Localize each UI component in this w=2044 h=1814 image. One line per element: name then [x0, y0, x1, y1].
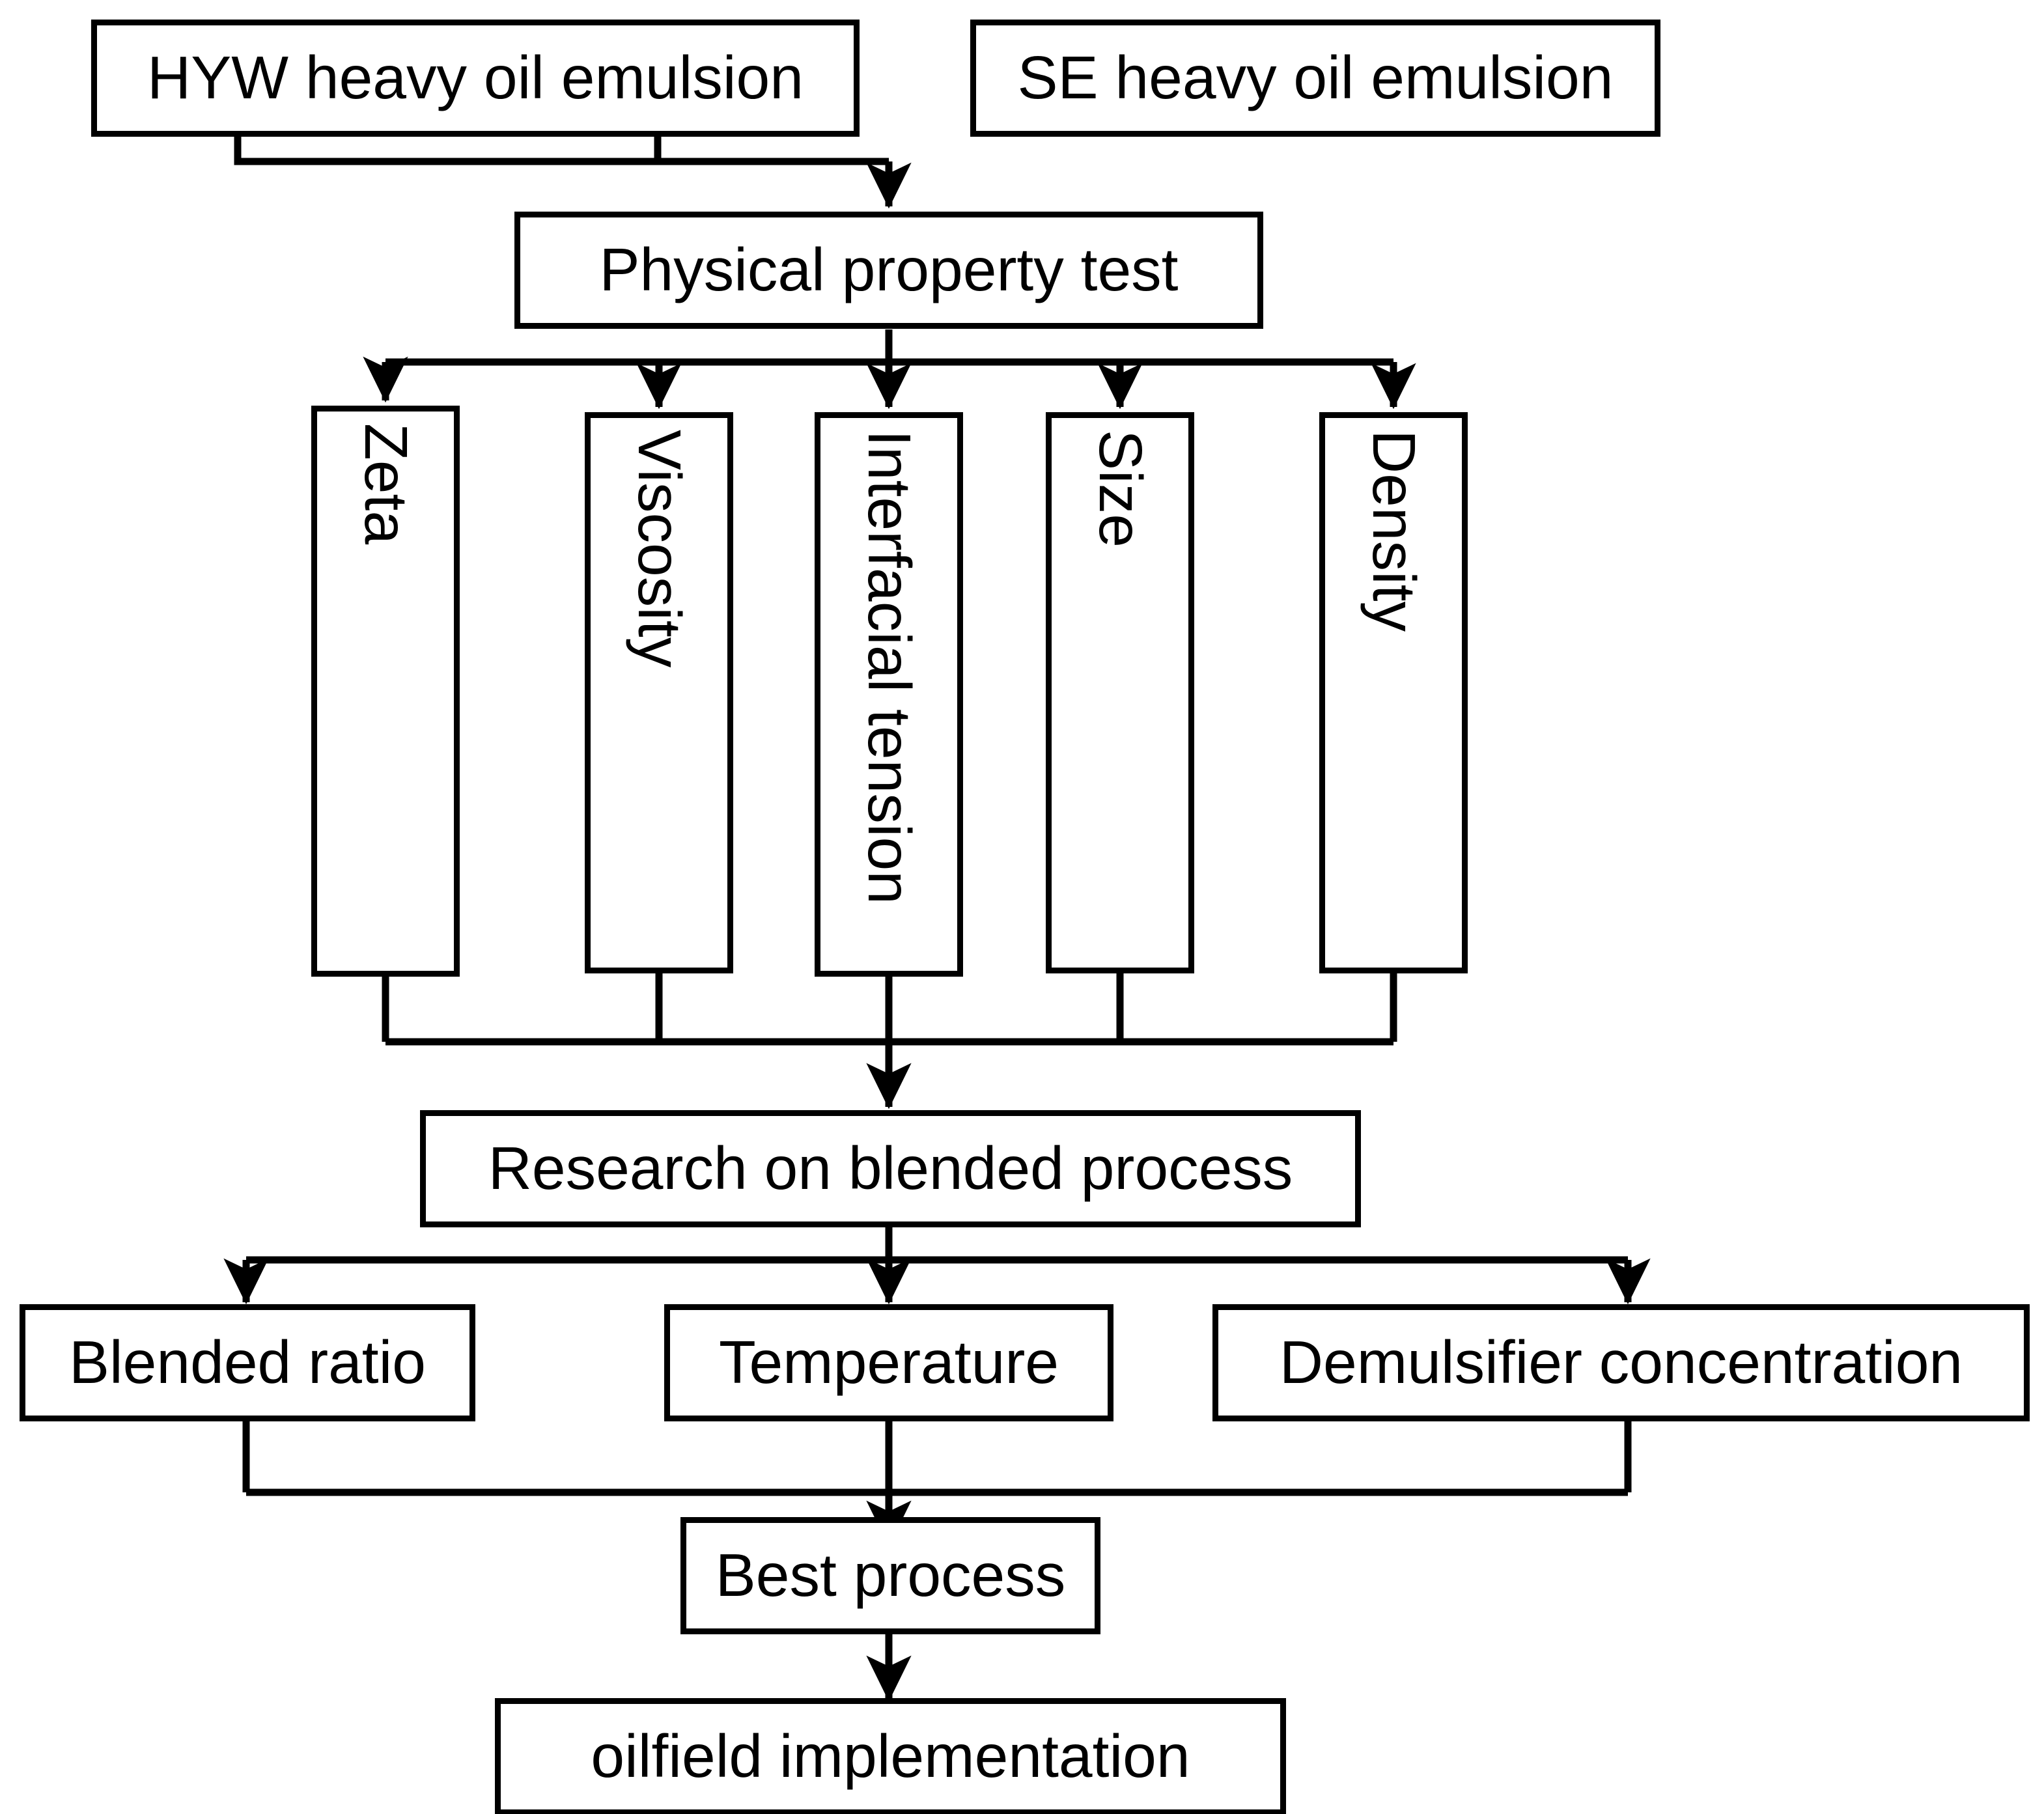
node-blended-ratio[interactable]: Blended ratio — [20, 1304, 475, 1421]
node-label: Best process — [715, 1541, 1066, 1610]
node-hyw-heavy-oil-emulsion[interactable]: HYW heavy oil emulsion — [91, 20, 860, 137]
node-label: SE heavy oil emulsion — [1017, 44, 1614, 112]
node-demulsifier-concentration[interactable]: Demulsifier concentration — [1212, 1304, 2030, 1421]
node-research-on-blended-process[interactable]: Research on blended process — [420, 1110, 1361, 1227]
node-label: Interfacial tension — [855, 430, 923, 904]
edge-hyw-to-test — [234, 135, 658, 165]
node-label: HYW heavy oil emulsion — [147, 44, 804, 112]
node-interfacial-tension[interactable]: Interfacial tension — [815, 412, 963, 977]
node-label: Blended ratio — [68, 1328, 427, 1397]
node-label: Viscosity — [625, 430, 693, 668]
node-oilfield-implementation[interactable]: oilfield implementation — [495, 1698, 1286, 1814]
node-label: Research on blended process — [488, 1134, 1293, 1203]
node-best-process[interactable]: Best process — [680, 1517, 1100, 1634]
node-label: Physical property test — [599, 236, 1179, 304]
node-density[interactable]: Density — [1319, 412, 1468, 973]
node-label: oilfield implementation — [591, 1722, 1190, 1791]
node-label: Demulsifier concentration — [1279, 1328, 1963, 1397]
node-physical-property-test[interactable]: Physical property test — [514, 212, 1263, 329]
node-label: Density — [1360, 430, 1428, 632]
node-viscosity[interactable]: Viscosity — [585, 412, 733, 973]
node-size[interactable]: Size — [1046, 412, 1194, 973]
node-zeta[interactable]: Zeta — [311, 406, 460, 977]
node-label: Temperature — [718, 1328, 1059, 1397]
node-se-heavy-oil-emulsion[interactable]: SE heavy oil emulsion — [970, 20, 1660, 137]
node-temperature[interactable]: Temperature — [664, 1304, 1113, 1421]
node-label: Size — [1086, 430, 1155, 548]
node-label: Zeta — [352, 423, 420, 545]
